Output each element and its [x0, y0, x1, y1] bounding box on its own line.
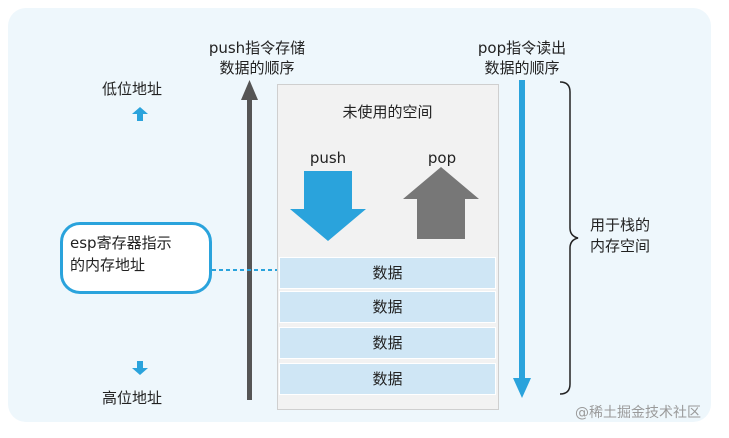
push-arrow-icon — [290, 171, 366, 241]
esp-callout-text: esp寄存器指示 的内存地址 — [70, 232, 210, 276]
high-address-label: 高位地址 — [102, 389, 163, 407]
stack-memory-brace — [559, 81, 579, 395]
pop-order-label-line2: 数据的顺序 — [484, 59, 560, 77]
push-order-label-line2: 数据的顺序 — [219, 59, 295, 77]
stack-data-row: 数据 — [279, 327, 496, 359]
stack-memory-label-line1: 用于栈的 — [590, 216, 651, 234]
stack-data-row: 数据 — [279, 257, 496, 289]
stack-data-row: 数据 — [279, 363, 496, 395]
stack-memory-label-line2: 内存空间 — [590, 237, 651, 255]
esp-callout — [60, 222, 212, 294]
stack-data-row: 数据 — [279, 291, 496, 323]
high-address-arrow-icon — [132, 361, 148, 375]
pop-label: pop — [427, 149, 457, 167]
pop-order-label-line1: pop指令读出 — [477, 39, 567, 57]
watermark: @稀土掘金技术社区 — [575, 405, 701, 421]
push-order-arrow-icon — [241, 80, 258, 400]
pop-order-arrow-icon — [513, 80, 531, 398]
esp-label-line2: 的内存地址 — [70, 256, 146, 274]
pop-arrow-icon — [403, 167, 479, 239]
low-address-label: 低位地址 — [102, 80, 163, 98]
low-address-arrow-icon — [132, 107, 148, 121]
esp-label-line1: esp寄存器指示 — [70, 234, 172, 252]
push-order-label-line1: push指令存储 — [208, 39, 306, 57]
unused-space-label: 未使用的空间 — [342, 103, 433, 121]
push-label: push — [309, 149, 347, 167]
